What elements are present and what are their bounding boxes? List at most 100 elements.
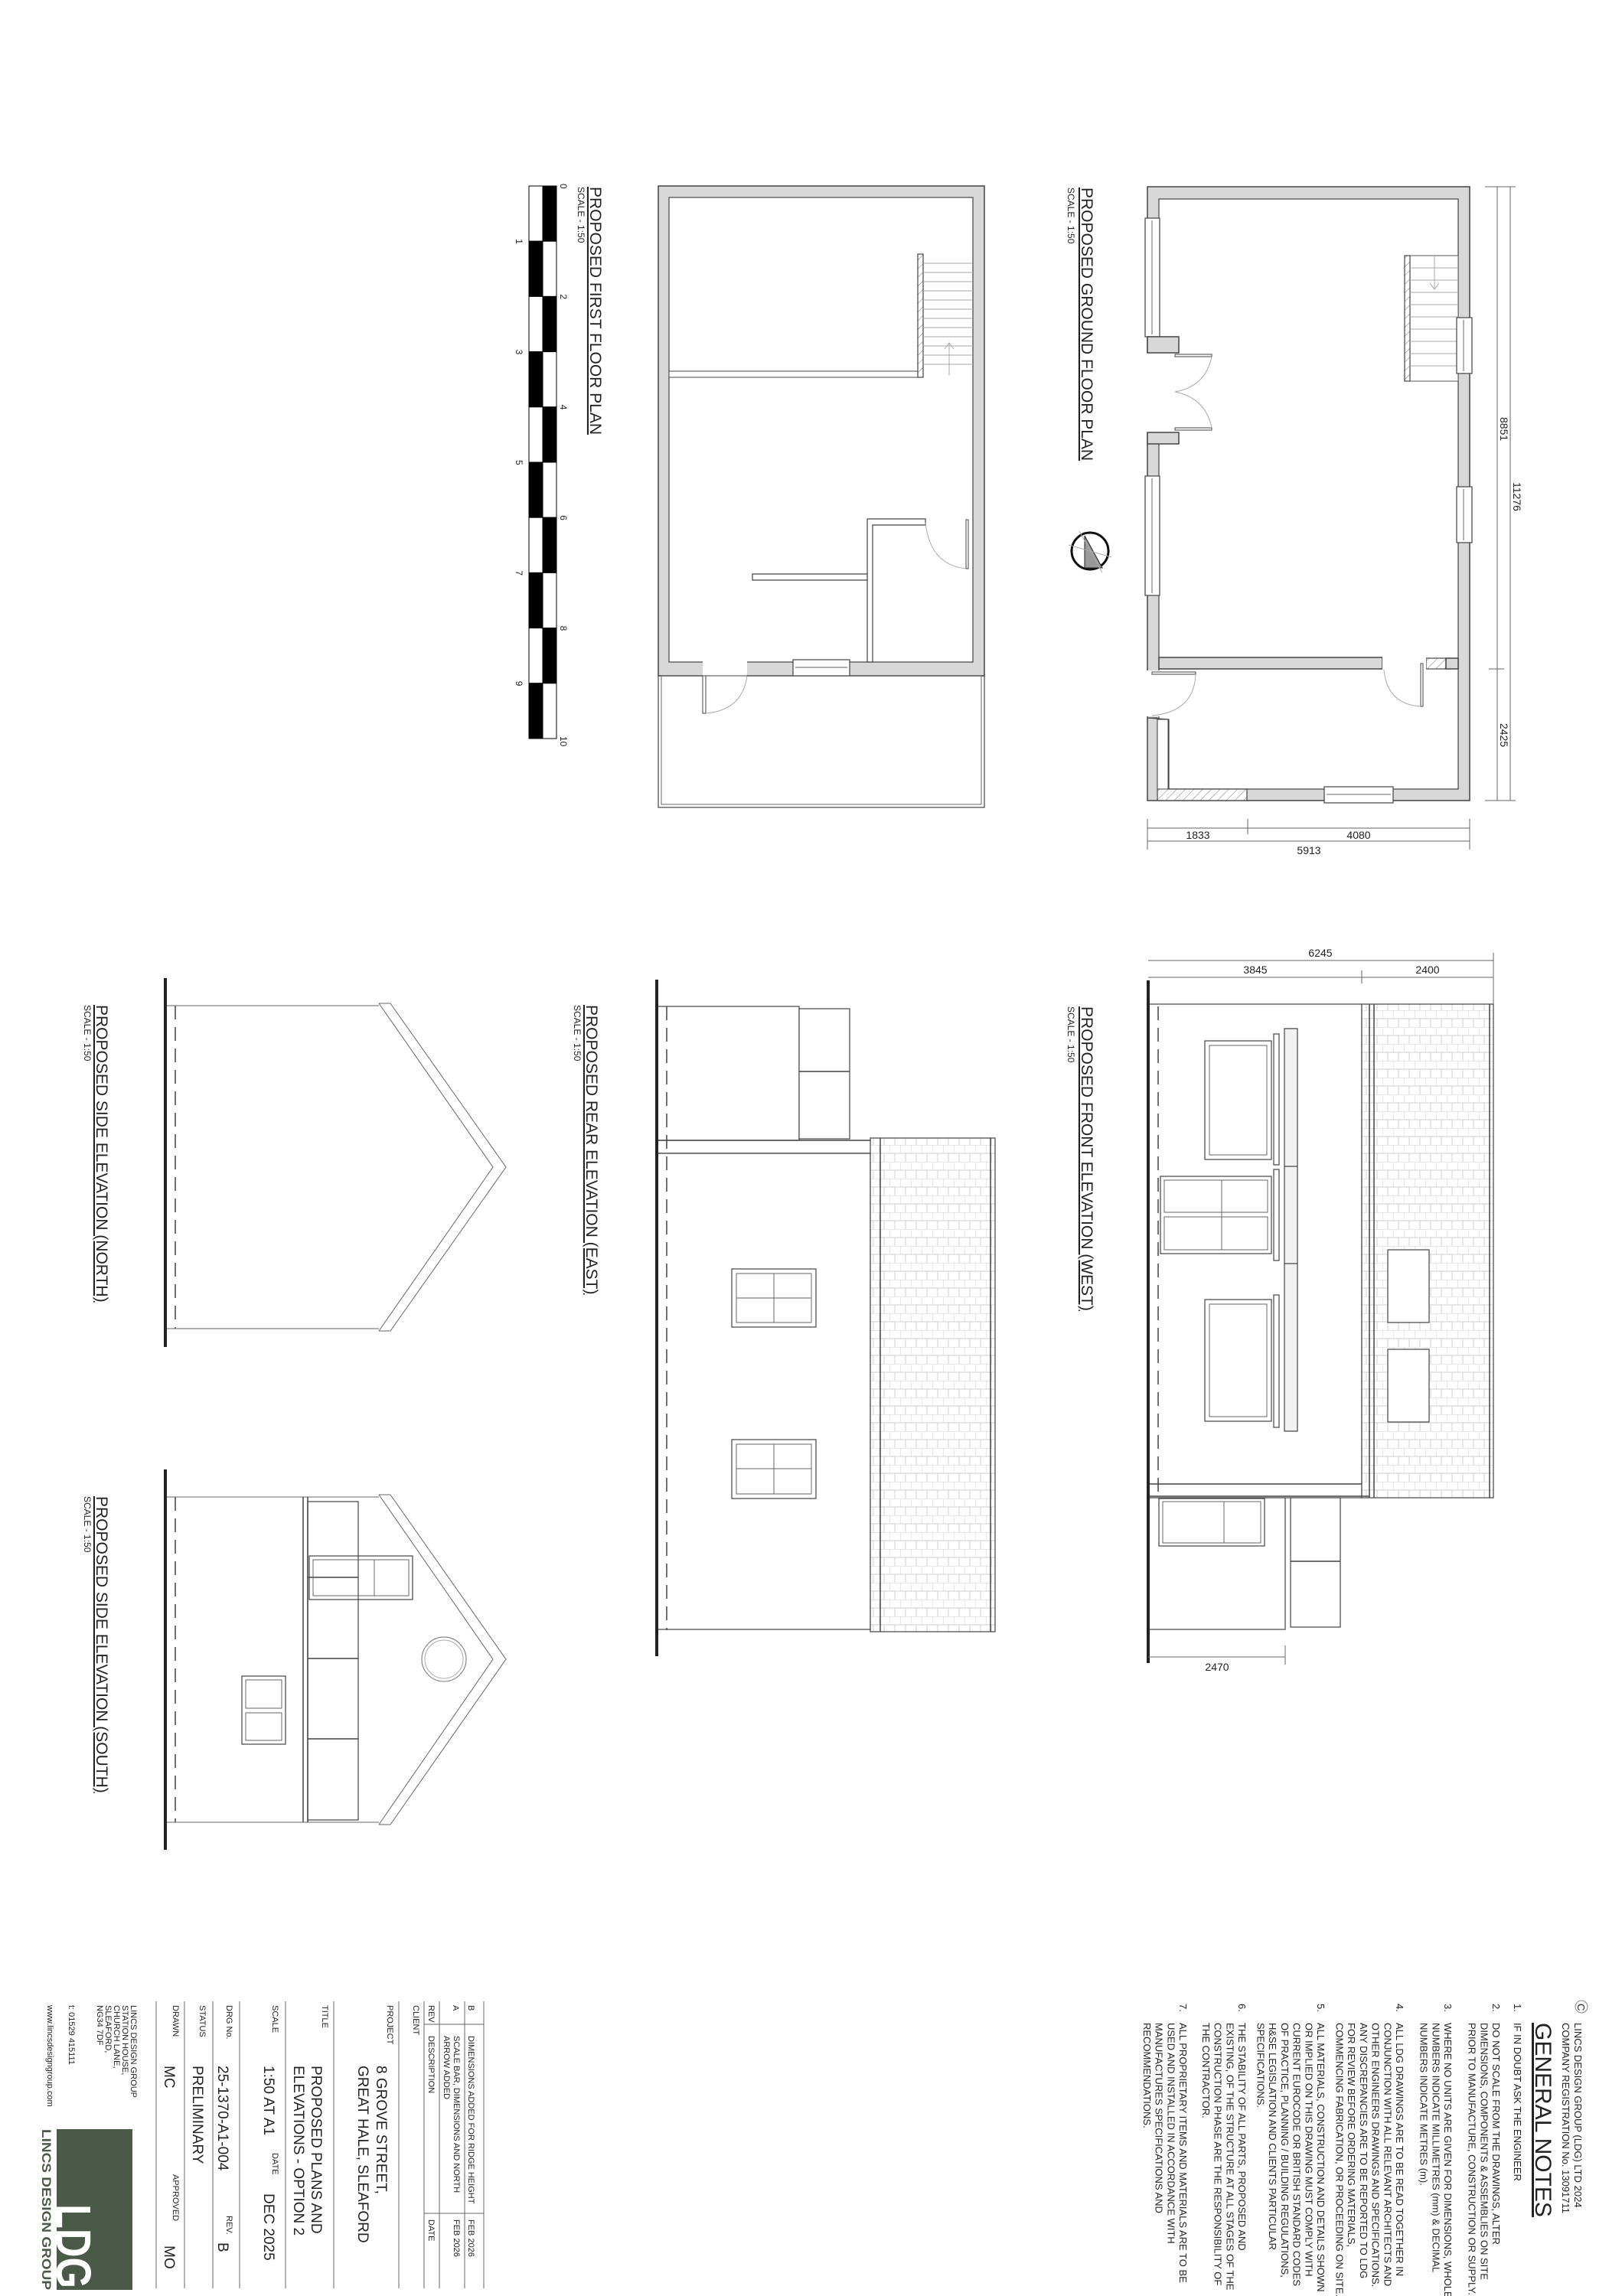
note-line: CONSTRUCTION PHASE ARE THE RESPONSIBILIT…	[1212, 2023, 1224, 2285]
side-elevation-north: PROPOSED SIDE ELEVATION (NORTH) SCALE - …	[82, 978, 507, 1347]
note-line: ALL LDG DRAWINGS ARE TO BE READ TOGETHER…	[1394, 2023, 1405, 2276]
note-line: IF IN DOUBT ASK THE ENGINEER	[1512, 2023, 1523, 2181]
note-item: 1.IF IN DOUBT ASK THE ENGINEER	[1512, 2004, 1523, 2181]
front-elevation: 6245 3845 2400 2470 PROPOSED FRONT ELEVA…	[1066, 947, 1494, 1673]
copyright-icon	[1575, 2000, 1588, 2014]
window	[731, 1439, 817, 1499]
copyright-symbol: C	[1575, 2004, 1587, 2011]
scale-bar-segment	[528, 461, 543, 518]
note-line: ANY DISCREPANCIES ARE TO BE REPORTED TO …	[1358, 2023, 1369, 2278]
note-line: THE STABILITY OF ALL PARTS, PROPOSED AND	[1236, 2023, 1248, 2251]
note-line: DIMENSIONS, COMPONENTS & ASSEMBLIES ON S…	[1478, 2023, 1490, 2280]
note-item: 3. WHERE NO UNITS ARE GIVEN FOR DIMENSION…	[1418, 2004, 1454, 2296]
dim-5913: 5913	[1297, 844, 1320, 856]
address-line: STATION HOUSE,	[120, 2005, 129, 2075]
note-item: 5.ALL MATERIALS, CONSTRUCTION AND DETAIL…	[1255, 2004, 1327, 2292]
balcony	[658, 675, 985, 808]
logo-mark: LDG	[46, 2204, 101, 2288]
title-label: TITLE	[320, 2005, 329, 2028]
window	[1204, 1040, 1272, 1160]
scale-bar-segment	[528, 351, 543, 408]
ground-floor-plan-scale: SCALE - 1:50	[1066, 188, 1076, 244]
french-doors	[1174, 354, 1212, 431]
status-value: PRELIMINARY	[189, 2066, 205, 2164]
dim-6245: 6245	[1308, 947, 1332, 959]
drg-label: DRG No.	[224, 2005, 233, 2040]
scale-bar-segment	[542, 240, 557, 297]
window	[1456, 486, 1473, 543]
note-line: FOR REVIEW BEFORE ORDERING MATERIALS,	[1346, 2023, 1357, 2247]
note-line: OR IMPLIED ON THIS DRAWING MUST COMPLY W…	[1303, 2023, 1314, 2277]
scale-bar-segment	[542, 406, 557, 463]
project-label: PROJECT	[385, 2005, 394, 2045]
scale-bar-segment	[528, 406, 543, 463]
rev-label: REV.	[224, 2216, 233, 2235]
glass-balustrade	[798, 1008, 850, 1140]
note-line: PRIOR TO MANUFACTURE, CONSTRUCTION OR SU…	[1467, 2023, 1478, 2295]
rev-date: FEB 2026	[452, 2219, 461, 2257]
note-line: OF PRACTICE, PLANNING / BUILDING REGULAT…	[1279, 2023, 1291, 2278]
roof-window	[1387, 1349, 1430, 1423]
scale-value: 1:50 AT A1	[260, 2066, 276, 2135]
rev-description: ARROW ADDED	[442, 2036, 451, 2099]
note-number: 6.	[1236, 2004, 1248, 2012]
scale-bar-segment	[542, 683, 557, 739]
note-number: 3.	[1442, 2004, 1454, 2012]
company-logo: LDG LINCS DESIGN GROUP	[39, 2129, 132, 2290]
front-doors	[1160, 1176, 1272, 1254]
general-notes: C LINCS DESIGN GROUP (LDG) LTD 2024 COMP…	[1141, 2000, 1588, 2296]
company-address: LINCS DESIGN GROUP STATION HOUSE, CHURCH…	[45, 2004, 138, 2107]
north-arrow-icon	[1068, 530, 1112, 573]
note-line: WHERE NO UNITS ARE GIVEN FOR DIMENSIONS,…	[1442, 2023, 1454, 2296]
rear-elevation: PROPOSED REAR ELEVATION (EAST) SCALE - 1…	[572, 980, 996, 1656]
scale-bar-segment	[528, 572, 543, 629]
scale-bar-segment	[528, 240, 543, 297]
note-line: RECOMMENDATIONS.	[1141, 2023, 1153, 2128]
scale-bar-label: 7	[514, 570, 524, 576]
note-line: MANUFACTURES SPECIFICATIONS AND	[1154, 2023, 1165, 2213]
front-elevation-scale: SCALE - 1:50	[1066, 1006, 1076, 1063]
rev-header-rev: REV	[426, 2005, 436, 2023]
date-label: DATE	[270, 2153, 279, 2175]
title-value: ELEVATIONS - OPTION 2	[290, 2066, 306, 2236]
first-floor-plan: PROPOSED FIRST FLOOR PLAN SCALE - 1:50	[576, 185, 985, 808]
revision-table: B DIMENSIONS ADDED FOR RIDGE HEIGHT FEB …	[426, 2005, 475, 2257]
approved-value: MO	[161, 2245, 177, 2269]
scale-bar-label: 9	[514, 681, 524, 687]
note-line: ALL PROPRIETARY ITEMS AND MATERIALS ARE …	[1177, 2023, 1189, 2283]
website-link[interactable]: www.lincsdesigngroup.com	[45, 2004, 54, 2107]
note-line: NUMBERS INDICATE MILLIMETRES (mm) & DECI…	[1430, 2023, 1441, 2272]
rear-elevation-scale: SCALE - 1:50	[572, 1005, 583, 1062]
rev-date: FEB 2026	[466, 2219, 475, 2257]
drg-value: 25-1370-A1-004	[214, 2066, 230, 2171]
rev-description: SCALE BAR, DIMENSIONS AND NORTH	[452, 2036, 461, 2193]
rev-header-description: DESCRIPTION	[426, 2036, 436, 2093]
dim-2425: 2425	[1498, 723, 1510, 747]
dim-4080: 4080	[1346, 829, 1370, 841]
glass-balustrade	[1290, 1497, 1341, 1628]
scale-bar-label: 5	[514, 460, 524, 465]
scale-bar-label: 10	[558, 736, 569, 747]
window	[1456, 317, 1473, 374]
scale-bar-segment	[528, 517, 543, 573]
front-elevation-title: PROPOSED FRONT ELEVATION (WEST)	[1078, 1006, 1095, 1311]
project-value: 8 GROVE STREET,	[373, 2066, 389, 2194]
ground-floor-plan-title: PROPOSED GROUND FLOOR PLAN	[1078, 188, 1095, 461]
rev-header-date: DATE	[426, 2219, 436, 2242]
note-line: DO NOT SCALE FROM THE DRAWINGS, ALTER	[1490, 2023, 1502, 2245]
scale-label: SCALE	[270, 2005, 279, 2033]
scale-bar-label: 3	[514, 350, 524, 355]
window	[731, 1268, 817, 1328]
address-line: CHURCH LANE,	[112, 2005, 121, 2069]
date-value: DEC 2025	[260, 2193, 276, 2261]
round-window	[421, 1636, 467, 1682]
scale-bar-label: 0	[558, 184, 569, 189]
scale-bar-label: 8	[558, 626, 569, 631]
address-line: NG34 7DF	[95, 2005, 104, 2046]
scale-bar-label: 1	[514, 239, 524, 244]
note-number: 5.	[1315, 2004, 1327, 2012]
rear-elevation-title: PROPOSED REAR ELEVATION (EAST)	[583, 1005, 600, 1294]
note-line: H&SE LEGISLATION AND CLIENTS PARTICULAR	[1267, 2023, 1278, 2250]
